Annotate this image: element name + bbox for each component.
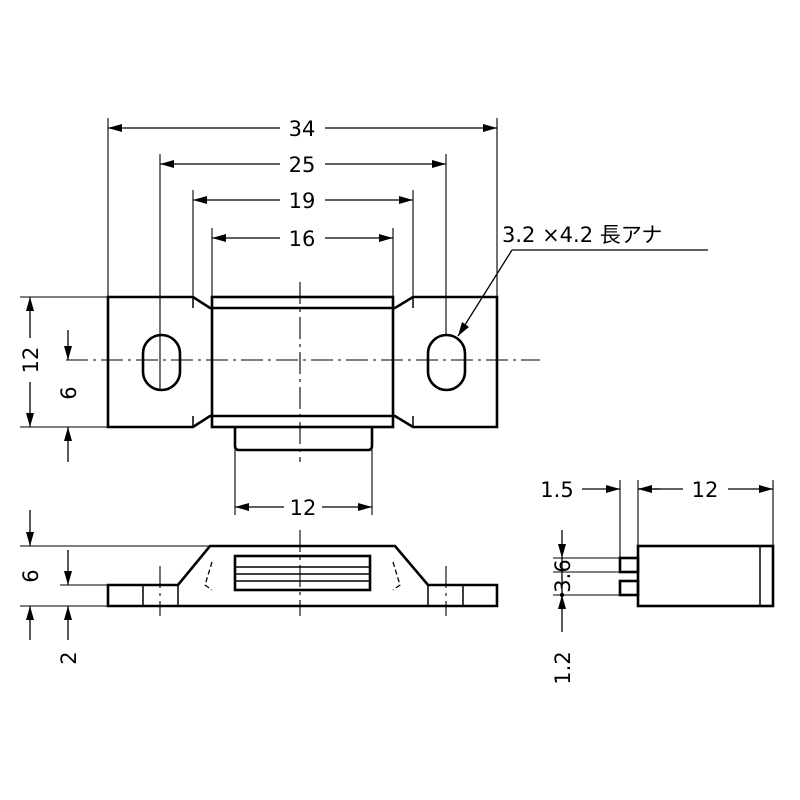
magnet-plates [233,554,372,592]
magnet-body [210,295,395,429]
slot-hole-right [426,333,467,392]
dim-label-2: 2 [57,651,81,664]
front-view-extension-lines [20,545,210,607]
hole-callout-label: 3.2 ×4.2 長アナ [502,223,662,247]
dimension-hole-center-height: 6 [57,330,81,462]
dimension-tab-offset: 1.5 [540,478,660,502]
dim-label-12-depth: 12 [692,478,719,502]
dimension-total-height: 6 [19,510,43,640]
dimension-shoulder-width: 19 [193,189,413,213]
dimension-height: 12 [19,297,43,427]
hole-callout: 3.2 ×4.2 長アナ [457,223,708,337]
side-view-body [636,544,775,608]
dim-label-6-hole: 6 [57,386,81,399]
top-view [66,282,540,462]
dimension-tab-spacing: 3.6 [551,530,575,598]
dim-label-12-height: 12 [19,347,43,374]
tongue [233,427,374,452]
slot-hole-left [141,333,182,392]
dimension-base-thickness: 2 [57,550,81,665]
dim-label-12-tongue: 12 [290,496,317,520]
dim-label-16: 16 [289,227,316,251]
dimension-tongue-width: 12 [235,496,372,520]
front-view [106,530,499,616]
top-view-extension-lines [20,118,498,515]
dimension-overall-width: 34 [108,117,497,141]
dimension-body-width: 16 [212,227,393,251]
side-tab-upper [618,556,640,574]
dim-label-25: 25 [289,153,316,177]
dim-label-19: 19 [289,189,316,213]
top-view-outline [106,295,499,429]
dim-label-1-2: 1.2 [551,651,575,684]
dimension-tab-height: 1.2 [551,595,575,685]
dim-label-1-5: 1.5 [540,478,573,502]
dimension-depth: 12 [638,478,773,502]
side-view [618,544,775,608]
dimension-hole-pitch: 25 [160,153,446,177]
side-tab-lower [618,579,640,597]
dim-label-6-total: 6 [19,569,43,582]
side-view-extension-lines [553,480,774,596]
dim-label-34: 34 [289,117,316,141]
dim-label-3-6: 3.6 [551,559,575,592]
